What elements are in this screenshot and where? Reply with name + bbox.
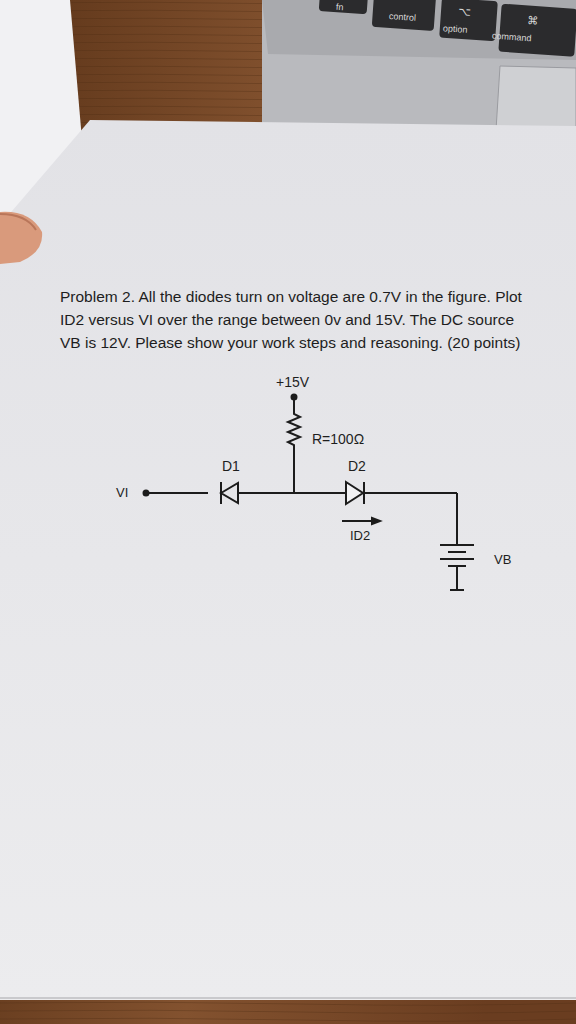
source-voltage: VB xyxy=(494,552,511,567)
key-symbol: ⌘ xyxy=(527,14,539,28)
diode-name: D1 xyxy=(222,458,240,474)
key-label: fn xyxy=(336,2,344,12)
circuit-schematic xyxy=(144,395,475,591)
key-label: option xyxy=(443,23,468,35)
current-label: ID2 xyxy=(350,528,370,543)
key-label: control xyxy=(389,11,417,23)
diode-name: D2 xyxy=(348,458,366,474)
problem-statement: Problem 2. All the diodes turn on voltag… xyxy=(60,285,530,354)
input-voltage: VI xyxy=(116,485,128,500)
resistor-value: R=100Ω xyxy=(312,431,364,447)
supply-voltage: +15V xyxy=(276,374,309,390)
key-symbol: ⌥ xyxy=(458,5,472,19)
